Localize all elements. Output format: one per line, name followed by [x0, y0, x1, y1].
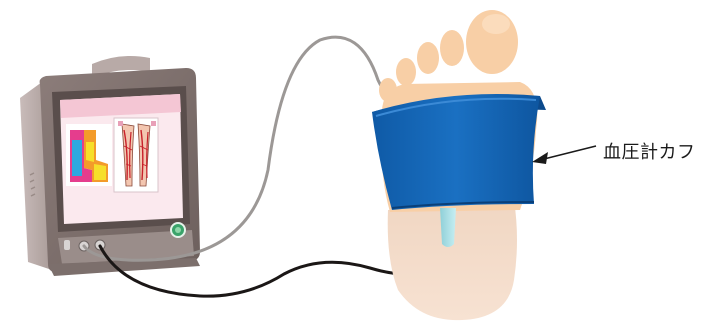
cuff-pointer-arrow — [532, 146, 596, 164]
toe-4 — [396, 58, 416, 86]
toe-2 — [440, 30, 464, 66]
power-button-icon — [171, 223, 185, 237]
screen-leg-diagram — [114, 118, 158, 192]
cuff-tube — [440, 208, 456, 247]
monitor — [20, 56, 200, 276]
cuff-label: 血圧計カフ — [603, 138, 696, 164]
toe-5 — [379, 78, 397, 102]
toe-3 — [417, 42, 439, 74]
screen-thermal-map — [66, 124, 112, 186]
